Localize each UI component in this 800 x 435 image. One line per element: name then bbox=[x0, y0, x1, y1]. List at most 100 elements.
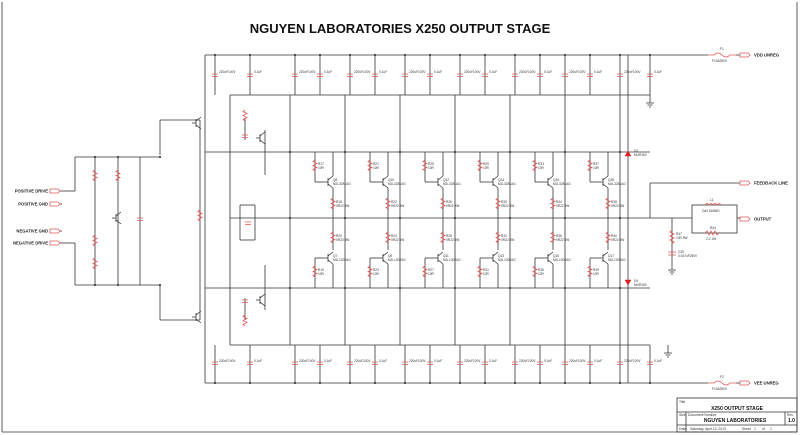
svg-text:L1: L1 bbox=[710, 198, 714, 202]
capacitor bbox=[247, 361, 253, 365]
component-label: Q10 bbox=[388, 178, 394, 182]
capacitor bbox=[482, 361, 488, 365]
junction bbox=[289, 151, 291, 153]
port-negative-gnd[interactable]: NEGATIVE GND bbox=[16, 229, 61, 234]
bias-resistor bbox=[197, 209, 203, 222]
port-feedback[interactable]: FEEDBACK LINE bbox=[739, 181, 788, 186]
junction bbox=[349, 54, 351, 56]
component-label: R30 bbox=[501, 200, 507, 204]
capacitor-value: 0.1uF bbox=[254, 70, 262, 74]
npn-transistor bbox=[379, 175, 389, 189]
component-label: Q15 bbox=[553, 254, 559, 258]
emitter-resistor bbox=[495, 197, 501, 210]
capacitor bbox=[212, 73, 218, 77]
junction bbox=[589, 54, 591, 56]
junction bbox=[564, 287, 566, 289]
svg-text:of: of bbox=[762, 427, 765, 431]
capacitor-value: 220uF100V bbox=[219, 70, 236, 74]
base-resistor bbox=[587, 265, 593, 278]
component-label: 0R22 5W bbox=[611, 204, 624, 208]
junction bbox=[249, 54, 251, 56]
component-label: MJL1302AG bbox=[388, 258, 406, 262]
svg-text:Title: Title bbox=[679, 400, 685, 404]
capacitor bbox=[242, 299, 248, 303]
capacitor-value: 220uF100V bbox=[519, 70, 536, 74]
port-negative-drive-label: NEGATIVE DRIVE bbox=[13, 241, 48, 246]
svg-text:R44: R44 bbox=[710, 226, 716, 230]
junction bbox=[454, 151, 456, 153]
component-label: R24 bbox=[391, 234, 397, 238]
junction bbox=[484, 382, 486, 384]
npn-transistor bbox=[489, 175, 499, 189]
svg-text:Size: Size bbox=[679, 413, 686, 417]
junction bbox=[94, 284, 96, 286]
component-label: R29 bbox=[483, 162, 489, 166]
component-label: 10R bbox=[483, 272, 490, 276]
base-resistor bbox=[532, 159, 538, 172]
component-label: Q17 bbox=[608, 254, 614, 258]
junction bbox=[94, 156, 96, 158]
component-label: MJL3281AG bbox=[553, 182, 571, 186]
svg-text:F1: F1 bbox=[720, 47, 724, 51]
svg-text:1: 1 bbox=[754, 427, 756, 431]
capacitor-value: 0.1uF bbox=[594, 359, 602, 363]
port-output[interactable]: OUTPUT bbox=[739, 217, 772, 222]
svg-text:Document Number: Document Number bbox=[688, 413, 717, 417]
junction bbox=[589, 382, 591, 384]
component-label: R17 bbox=[318, 162, 324, 166]
junction bbox=[294, 382, 296, 384]
svg-text:Sheet: Sheet bbox=[742, 427, 751, 431]
capacitor bbox=[617, 361, 623, 365]
component-label: R19 bbox=[318, 268, 324, 272]
capacitor-value: 220uF100V bbox=[569, 359, 586, 363]
component-label: R20 bbox=[336, 234, 342, 238]
junction bbox=[429, 54, 431, 56]
component-label: 10R bbox=[538, 272, 545, 276]
junction bbox=[564, 382, 566, 384]
capacitor-value: 220uF100V bbox=[464, 359, 481, 363]
base-resistor bbox=[367, 159, 373, 172]
port-negative-drive[interactable]: NEGATIVE DRIVE bbox=[13, 241, 61, 246]
component-label: R26 bbox=[446, 200, 452, 204]
capacitor-value: 220uF100V bbox=[624, 70, 641, 74]
emitter-resistor bbox=[495, 231, 501, 244]
capacitor-value: 220uF100V bbox=[219, 359, 236, 363]
junction bbox=[159, 156, 161, 158]
component-label: 0R22 5W bbox=[556, 238, 569, 242]
svg-text:MUR160: MUR160 bbox=[634, 283, 647, 287]
inductor-l1: L1 2uH 16AWG R44 2.2 1W bbox=[691, 198, 738, 241]
port-positive-gnd[interactable]: POSITIVE GND bbox=[18, 202, 61, 207]
ground-icon bbox=[646, 95, 654, 108]
emitter-resistor bbox=[440, 197, 446, 210]
emitter-resistor bbox=[605, 231, 611, 244]
base-resistor bbox=[422, 159, 428, 172]
junction bbox=[399, 287, 401, 289]
components: 220uF100V 220uF100V 0.1uF 0.1uF 220uF100V 220… bbox=[92, 70, 662, 365]
capacitor-value: 220uF100V bbox=[354, 359, 371, 363]
port-vee[interactable]: VEE UNREG bbox=[739, 381, 779, 386]
component-label: 10R bbox=[373, 272, 380, 276]
pnp-transistor bbox=[489, 251, 499, 265]
component-label: R40 bbox=[611, 234, 617, 238]
junction bbox=[454, 287, 456, 289]
component-label: 0R22 5W bbox=[556, 204, 569, 208]
base-resistor bbox=[422, 265, 428, 278]
port-positive-drive[interactable]: POSITIVE DRIVE bbox=[15, 189, 61, 194]
component-label: Q16 bbox=[553, 178, 559, 182]
base-resistor bbox=[477, 159, 483, 172]
port-vdd[interactable]: VDD UNREG bbox=[739, 53, 779, 58]
component-label: R36 bbox=[556, 234, 562, 238]
capacitor-value: 0.1uF bbox=[544, 70, 552, 74]
svg-text:C30: C30 bbox=[678, 250, 684, 254]
component-label: R35 bbox=[538, 268, 544, 272]
pnp-transistor bbox=[599, 251, 609, 265]
component-label: MJL1302AG bbox=[443, 258, 461, 262]
component-label: 0R22 5W bbox=[446, 238, 459, 242]
base-resistor bbox=[477, 265, 483, 278]
component-label: R38 bbox=[611, 200, 617, 204]
capacitor bbox=[457, 361, 463, 365]
junction bbox=[509, 217, 511, 219]
junction bbox=[514, 54, 516, 56]
junction bbox=[459, 382, 461, 384]
